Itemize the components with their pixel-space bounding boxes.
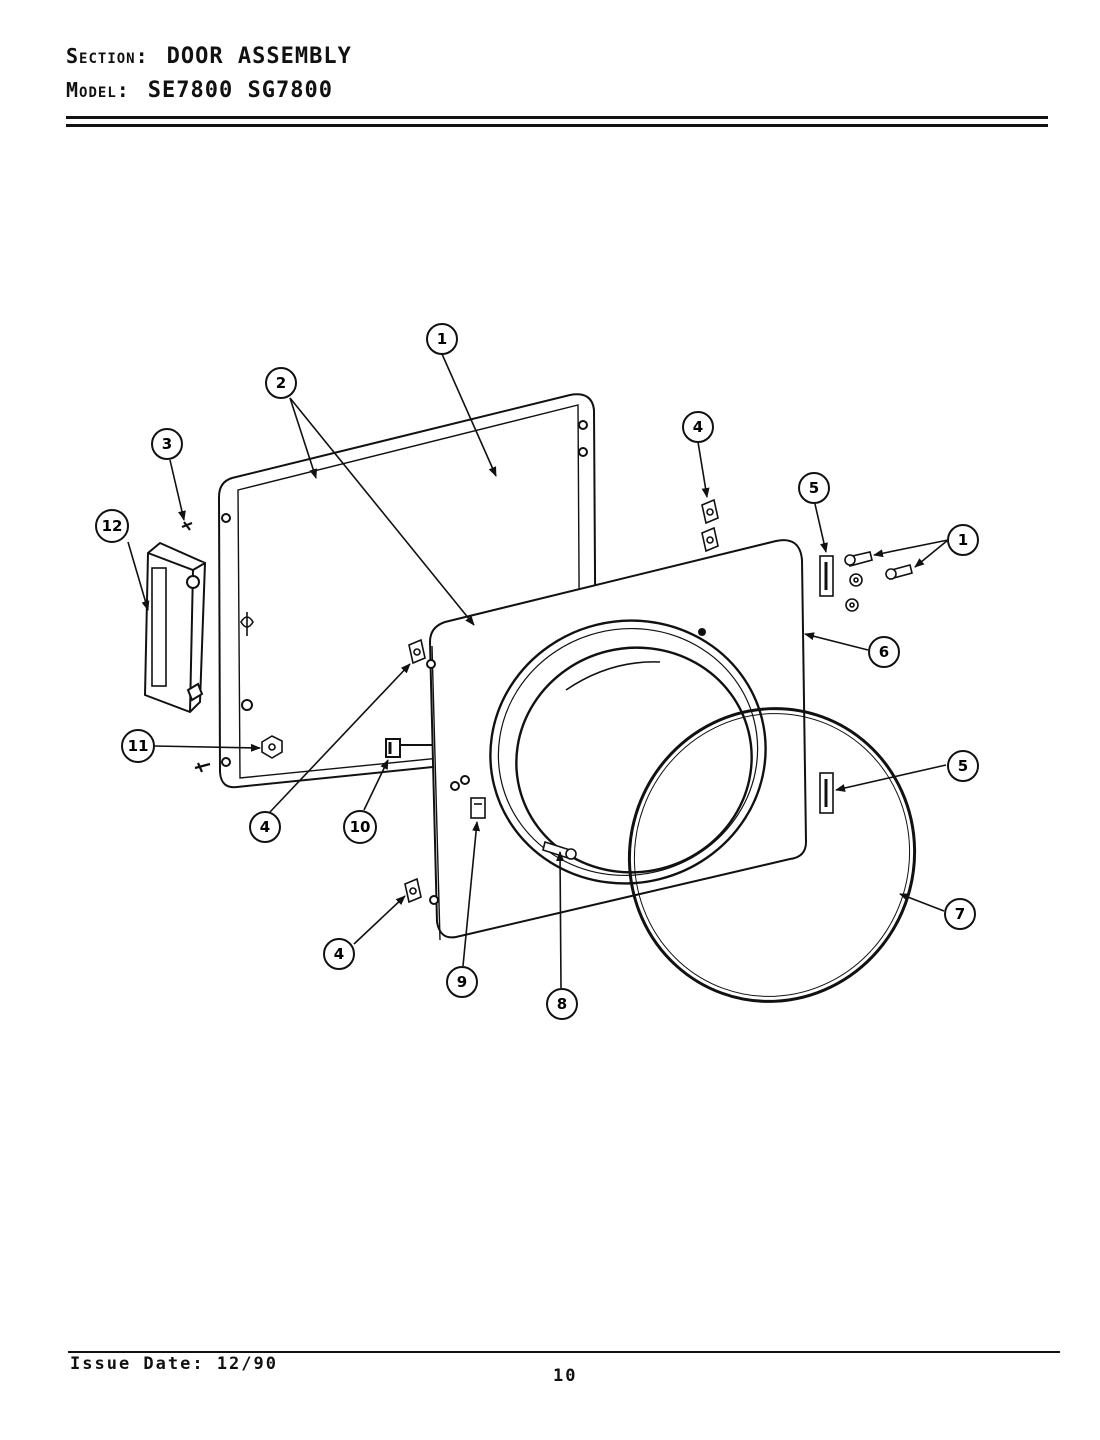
door-handle (143, 541, 207, 714)
section-title: Section: DOOR ASSEMBLY (66, 44, 352, 69)
door-gasket (627, 707, 917, 1003)
callout-1-right-label: 1 (958, 531, 968, 549)
model-label: Model: (66, 78, 130, 102)
hinge-clip (385, 738, 401, 758)
callout-2: 2 (265, 367, 297, 399)
callout-1-right: 1 (947, 524, 979, 556)
footer-rule (68, 1351, 1060, 1353)
header-rule-top (66, 116, 1048, 119)
header-rule-bottom (66, 124, 1048, 127)
callout-4-bottom-label: 4 (334, 945, 344, 963)
small-hardware (181, 498, 913, 904)
callout-11-label: 11 (128, 737, 149, 755)
model-title: Model: SE7800 SG7800 (66, 78, 333, 103)
section-value: DOOR ASSEMBLY (166, 44, 352, 69)
section-label: Section: (66, 44, 149, 68)
callout-12: 12 (95, 509, 129, 543)
callout-6: 6 (868, 636, 900, 668)
callout-9-label: 9 (457, 973, 467, 991)
callout-5-top: 5 (798, 472, 830, 504)
callout-4-top-label: 4 (693, 418, 703, 436)
callout-8-label: 8 (557, 995, 567, 1013)
leader-lines (127, 353, 949, 989)
callout-5-top-label: 5 (809, 479, 819, 497)
callout-4-middle: 4 (249, 811, 281, 843)
callout-6-label: 6 (879, 643, 889, 661)
callout-12-label: 12 (102, 517, 123, 535)
callout-4-middle-label: 4 (260, 818, 270, 836)
callout-9: 9 (446, 966, 478, 998)
callout-4-bottom: 4 (323, 938, 355, 970)
outer-door-panel (426, 539, 808, 941)
callout-3-label: 1 (437, 330, 447, 348)
page-number: 10 (553, 1366, 578, 1386)
callout-8: 8 (546, 988, 578, 1020)
model-value: SE7800 SG7800 (147, 78, 333, 103)
issue-date: Issue Date: 12/90 (70, 1354, 278, 1374)
callout-1-left: 3 (151, 428, 183, 460)
callout-3: 1 (426, 323, 458, 355)
callout-7-label: 7 (955, 905, 965, 923)
callout-10: 10 (343, 810, 377, 844)
callout-11: 11 (121, 729, 155, 763)
callout-5-bottom: 5 (947, 750, 979, 782)
callout-10-label: 10 (350, 818, 371, 836)
callout-5-bottom-label: 5 (958, 757, 968, 775)
callout-1-left-label: 3 (162, 435, 172, 453)
callout-2-label: 2 (276, 374, 286, 392)
callout-7: 7 (944, 898, 976, 930)
callout-4-top: 4 (682, 411, 714, 443)
